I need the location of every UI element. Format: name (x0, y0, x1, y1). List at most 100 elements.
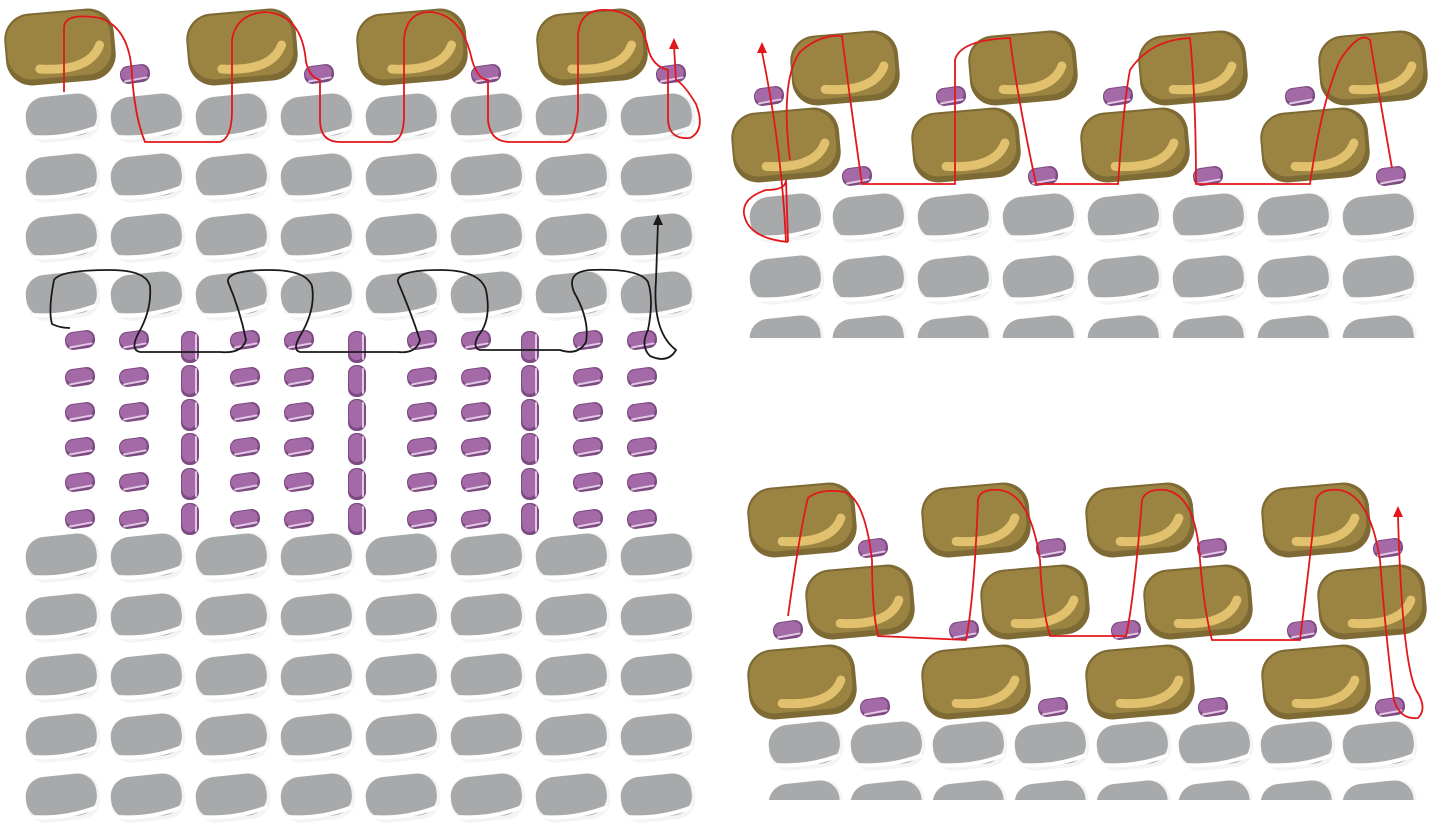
purple-bead (118, 366, 150, 388)
gray-bead (619, 711, 697, 764)
purple-bead (406, 401, 438, 423)
gold-bead (1141, 562, 1255, 641)
gray-bead (109, 531, 187, 584)
gold-bead (788, 28, 902, 107)
thread-arrow-icon (757, 42, 767, 53)
gray-bead (109, 771, 187, 823)
purple-bead (460, 436, 492, 458)
purple-bead (521, 399, 539, 431)
purple-bead (64, 436, 96, 458)
gray-bead (534, 651, 612, 704)
purple-bead (118, 401, 150, 423)
purple-bead (64, 508, 96, 530)
purple-bead (181, 503, 199, 535)
purple-bead (283, 508, 315, 530)
gray-bead (364, 711, 442, 764)
purple-bead (181, 331, 199, 363)
gold-bead (1259, 480, 1373, 559)
purple-bead (348, 331, 366, 363)
gray-bead (279, 151, 357, 204)
gray-bead (449, 211, 527, 264)
gray-bead (279, 711, 357, 764)
beads-layer (2, 6, 1430, 823)
thread-arrow-icon (1393, 506, 1403, 517)
purple-bead (64, 401, 96, 423)
gray-bead (24, 211, 102, 264)
purple-bead (229, 401, 261, 423)
purple-bead (118, 471, 150, 493)
purple-bead (283, 401, 315, 423)
gray-bead (534, 711, 612, 764)
gray-bead (1095, 719, 1173, 772)
gray-bead (364, 211, 442, 264)
purple-bead (460, 508, 492, 530)
gray-bead (109, 651, 187, 704)
gray-bead (449, 151, 527, 204)
purple-bead (572, 401, 604, 423)
purple-bead (1197, 696, 1229, 718)
purple-bead (460, 401, 492, 423)
gold-bead (1083, 642, 1197, 721)
purple-bead (181, 468, 199, 500)
purple-bead (64, 366, 96, 388)
purple-bead (859, 696, 891, 718)
gray-bead (449, 771, 527, 823)
gray-bead (534, 211, 612, 264)
purple-bead (181, 399, 199, 431)
gray-bead (279, 269, 357, 322)
purple-bead (229, 436, 261, 458)
purple-bead (348, 468, 366, 500)
gray-bead (619, 151, 697, 204)
purple-bead (1110, 619, 1142, 641)
gray-bead (194, 531, 272, 584)
gray-bead (279, 211, 357, 264)
gray-bead (364, 531, 442, 584)
gray-bead (24, 711, 102, 764)
gray-bead (767, 719, 845, 772)
gray-bead (279, 771, 357, 823)
purple-bead (572, 329, 604, 351)
purple-bead (948, 619, 980, 641)
gray-bead (194, 151, 272, 204)
gray-bead (449, 531, 527, 584)
gray-bead-row-clipped (767, 778, 1419, 823)
purple-bead (229, 471, 261, 493)
purple-bead (348, 433, 366, 465)
gray-bead (619, 591, 697, 644)
purple-bead (118, 436, 150, 458)
purple-bead (1374, 696, 1406, 718)
gray-bead (24, 771, 102, 823)
gray-bead (364, 651, 442, 704)
gray-bead (1171, 253, 1249, 306)
gray-bead (449, 711, 527, 764)
purple-bead (521, 365, 539, 397)
purple-bead (935, 85, 967, 107)
gray-bead (449, 651, 527, 704)
purple-bead (521, 331, 539, 363)
purple-bead (460, 366, 492, 388)
purple-bead (64, 471, 96, 493)
gray-bead (279, 91, 357, 144)
purple-bead (572, 508, 604, 530)
gray-bead (194, 711, 272, 764)
gray-bead (1256, 191, 1334, 244)
purple-bead (283, 471, 315, 493)
gray-bead (916, 253, 994, 306)
purple-bead (348, 399, 366, 431)
gold-bead (1078, 105, 1192, 184)
purple-bead (1375, 165, 1407, 187)
gold-bead (909, 105, 1023, 184)
gray-bead (279, 591, 357, 644)
purple-bead (406, 366, 438, 388)
purple-bead (572, 471, 604, 493)
purple-bead (572, 436, 604, 458)
gray-bead (24, 591, 102, 644)
gray-bead (109, 591, 187, 644)
gray-bead (1001, 253, 1079, 306)
gray-bead (449, 591, 527, 644)
gray-bead (619, 91, 697, 144)
gray-bead (534, 771, 612, 823)
purple-bead (626, 329, 658, 351)
gray-bead-row-clipped (748, 313, 1419, 366)
